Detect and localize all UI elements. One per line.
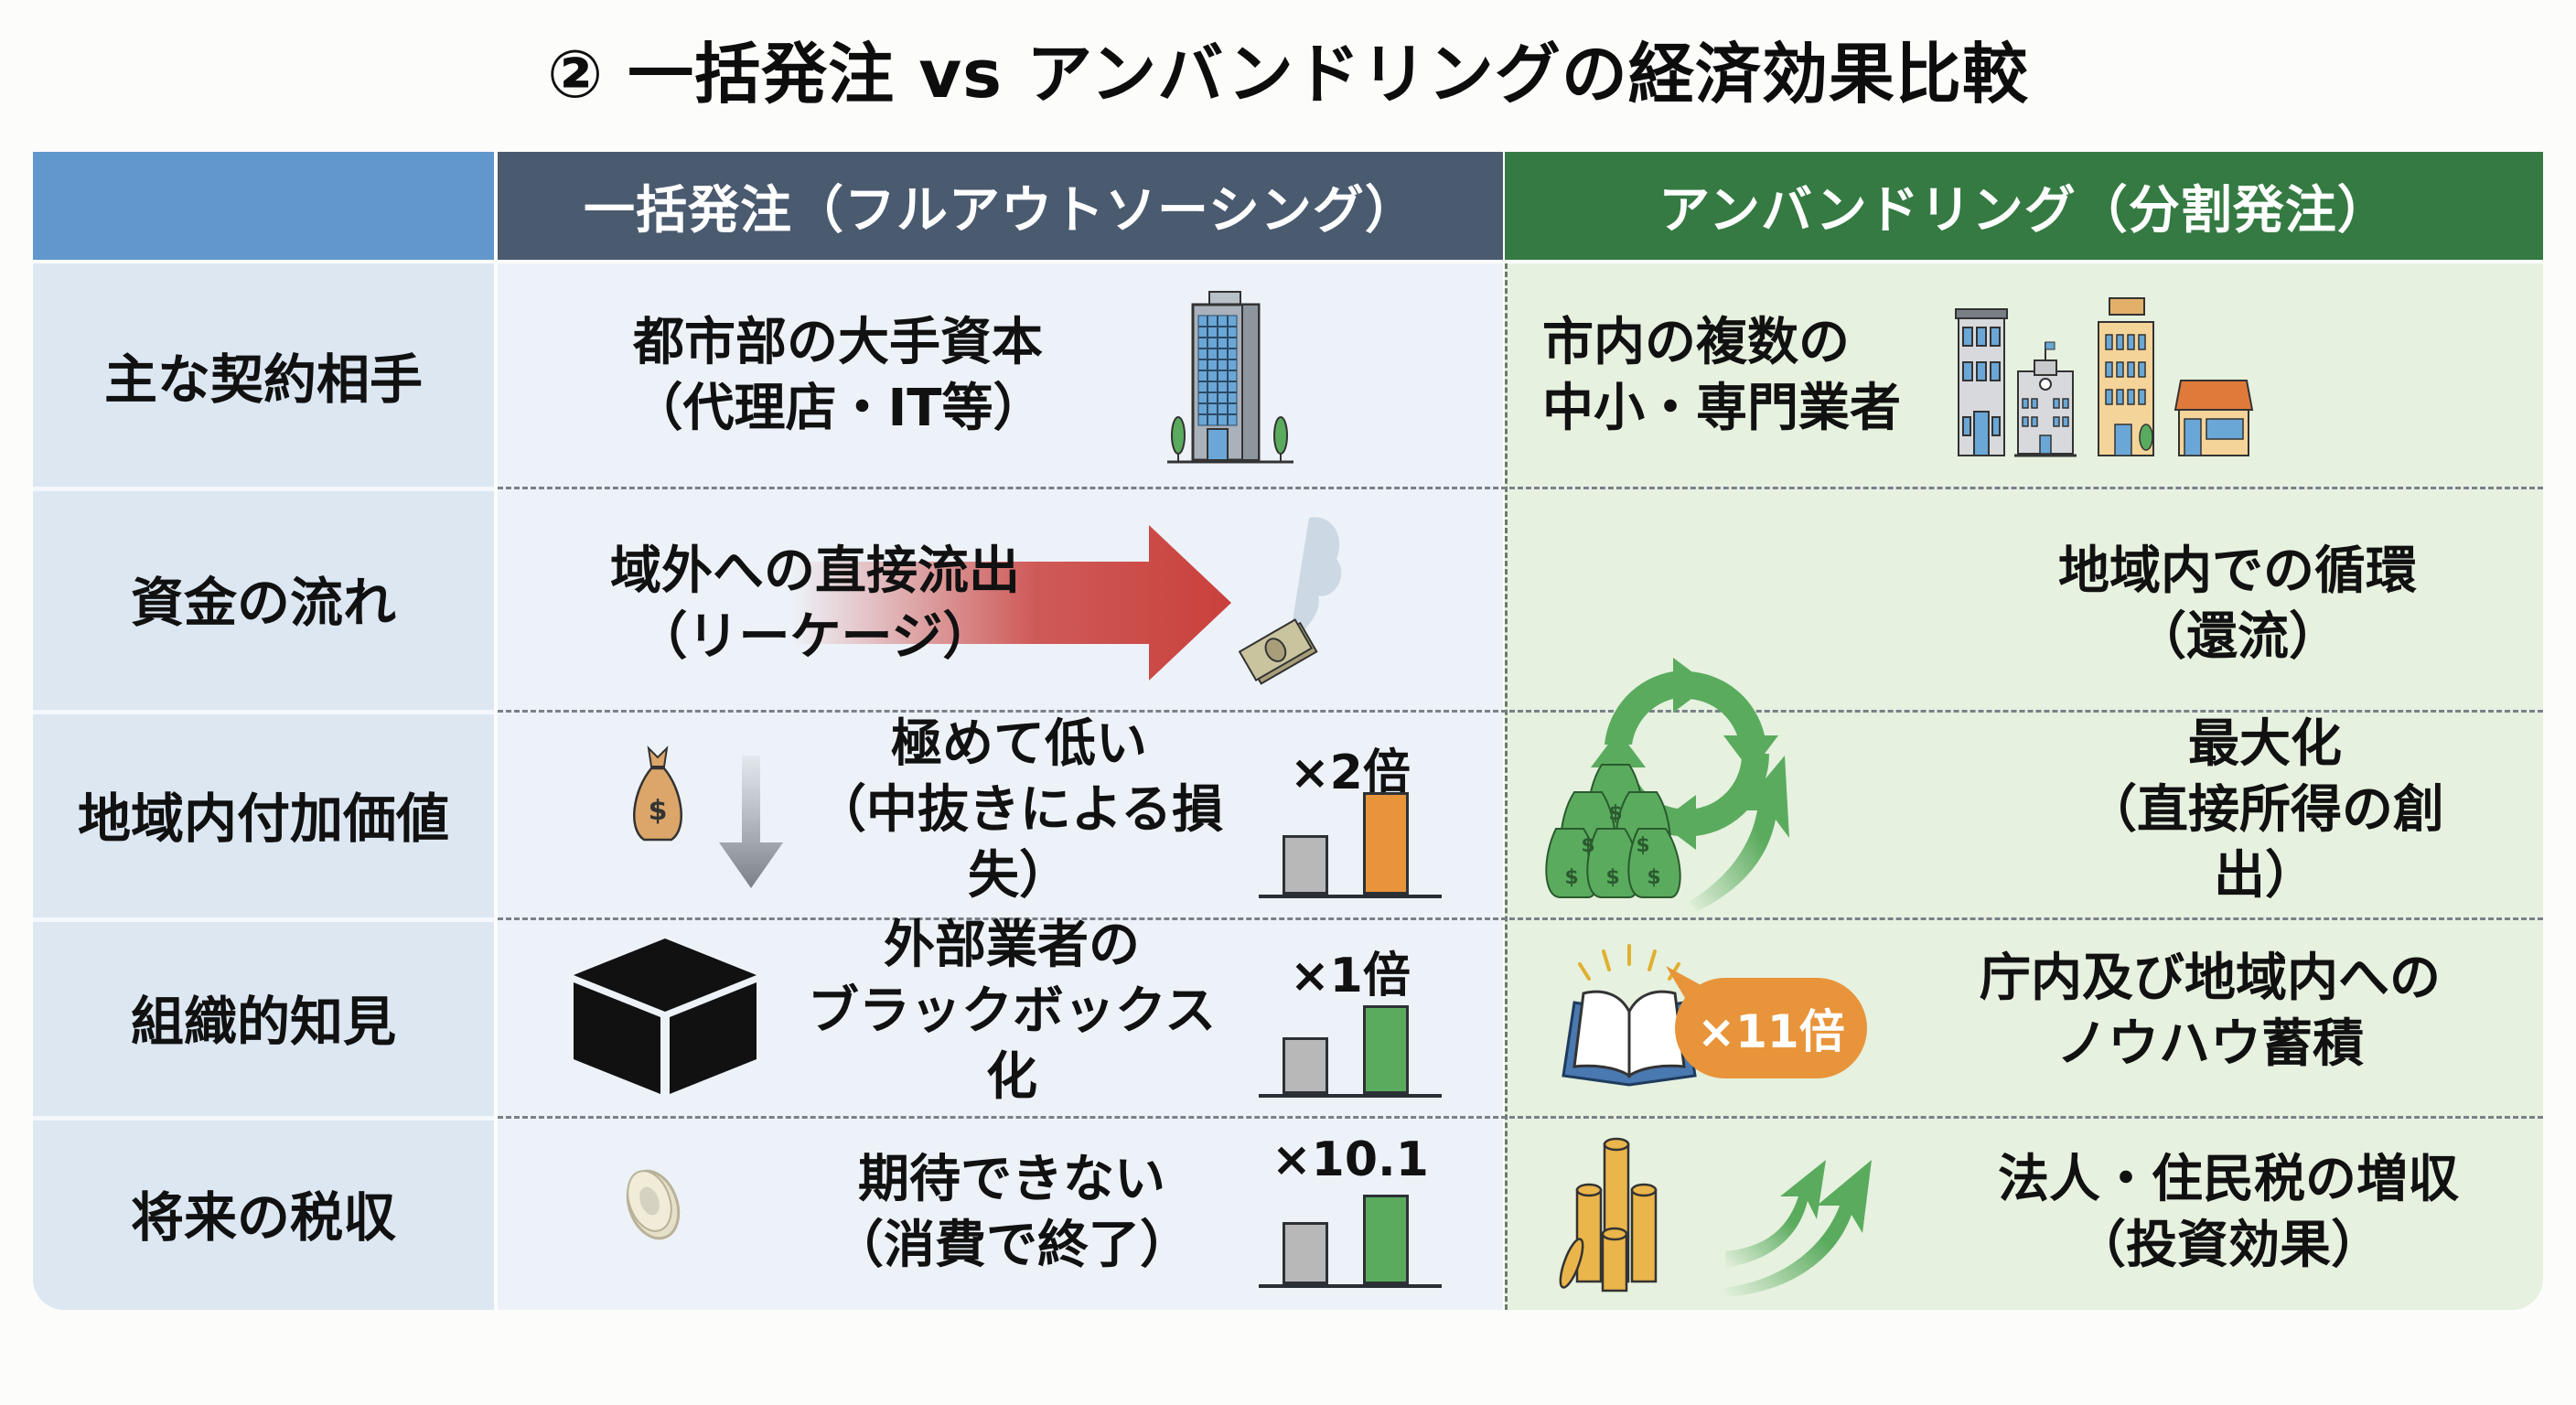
text-line: （リーケージ） bbox=[636, 607, 994, 667]
text-line: 地域内での循環 bbox=[2058, 542, 2417, 601]
text-line: 市内の複数の bbox=[1542, 313, 1850, 372]
bar-axis bbox=[1259, 895, 1442, 898]
text-line: 庁内及び地域内への bbox=[1980, 949, 2441, 1008]
bar-chart-x2: ×2倍 bbox=[1259, 734, 1442, 898]
page-title: ② 一括発注 vs アンバンドリングの経済効果比較 bbox=[547, 36, 2029, 113]
row-divider-dashed bbox=[498, 487, 2543, 489]
row-label-money-flow: 資金の流れ bbox=[130, 572, 396, 634]
bar-outsource bbox=[1283, 1222, 1328, 1284]
text-line: （直接所得の創出） bbox=[2086, 780, 2444, 906]
text-line: 域外への直接流出 bbox=[610, 542, 1020, 601]
text-line: ブラックボックス化 bbox=[807, 981, 1217, 1107]
text-line: （消費で終了） bbox=[832, 1216, 1191, 1275]
svg-text:$: $ bbox=[649, 795, 668, 827]
leak-arrow-icon bbox=[792, 525, 1231, 681]
bar-chart-x10-1: ×10.1 bbox=[1259, 1132, 1442, 1288]
multiplier-label: ×10.1 bbox=[1272, 1132, 1429, 1187]
header-label-cell bbox=[33, 152, 494, 260]
text-line: （中抜きによる損失） bbox=[814, 780, 1224, 906]
unbundled-contract-text: 市内の複数の中小・専門業者 bbox=[1542, 307, 1927, 445]
coin-stacks-icon bbox=[1559, 1137, 1658, 1292]
multiplier-bubble: ×11倍 bbox=[1675, 978, 1867, 1078]
text-line: 極めて低い bbox=[891, 714, 1147, 774]
text-line: 中小・専門業者 bbox=[1542, 379, 1901, 438]
local-buildings-icon bbox=[1955, 297, 2254, 457]
svg-text:$: $ bbox=[1581, 834, 1594, 857]
bar-outsource bbox=[1283, 1037, 1328, 1094]
outsource-flow-text: 域外への直接流出 （リーケージ） bbox=[600, 536, 1030, 673]
comparison-table: 一括発注（フルアウトソーシング） アンバンドリング（分割発注） 主な契約相手 都… bbox=[33, 152, 2543, 1310]
row-divider-dashed bbox=[498, 1116, 2543, 1119]
money-smoke-icon bbox=[1238, 517, 1342, 685]
outsource-value-text: 極めて低い（中抜きによる損失） bbox=[800, 714, 1239, 906]
bar-chart-x1: ×1倍 bbox=[1259, 937, 1442, 1098]
text-line: 最大化 bbox=[2188, 714, 2342, 774]
svg-text:$: $ bbox=[1608, 802, 1622, 825]
growth-arrow-icon bbox=[1689, 756, 1789, 911]
unbundled-value-text: 最大化（直接所得の創出） bbox=[2064, 714, 2466, 906]
row-label-org-knowledge: 組織的知見 bbox=[130, 990, 396, 1053]
label-column bbox=[33, 263, 494, 1310]
header-outsource: 一括発注（フルアウトソーシング） bbox=[498, 152, 1503, 260]
row-label-local-value-added: 地域内付加価値 bbox=[77, 787, 449, 850]
outsource-contract-text: 都市部の大手資本 （代理店・IT等） bbox=[582, 298, 1094, 454]
row-label-contract-partner: 主な契約相手 bbox=[103, 349, 423, 411]
svg-text:$: $ bbox=[1636, 834, 1649, 857]
row-divider-dashed bbox=[498, 710, 2543, 713]
text-line: （代理店・IT等） bbox=[631, 379, 1045, 438]
bar-unbundled bbox=[1363, 1005, 1409, 1094]
text-line: （還流） bbox=[2135, 607, 2340, 667]
text-line: ノウハウ蓄積 bbox=[2056, 1014, 2364, 1074]
outsource-tax-text: 期待できない （消費で終了） bbox=[820, 1140, 1204, 1286]
unbundled-flow-text: 地域内での循環 （還流） bbox=[2027, 536, 2448, 673]
skyscraper-icon bbox=[1167, 291, 1293, 464]
bar-axis bbox=[1259, 1284, 1442, 1288]
black-box-icon bbox=[574, 938, 757, 1094]
bar-axis bbox=[1259, 1094, 1442, 1098]
bar-unbundled bbox=[1363, 792, 1409, 895]
svg-text:$: $ bbox=[1605, 866, 1619, 889]
text-line: 法人・住民税の増収 bbox=[1998, 1150, 2459, 1209]
multiplier-label: ×1倍 bbox=[1290, 949, 1411, 1003]
row-divider bbox=[33, 1116, 494, 1121]
text-line: 外部業者の bbox=[884, 916, 1140, 975]
row-divider bbox=[33, 917, 494, 922]
row-divider bbox=[33, 710, 494, 714]
text-line: 期待できない bbox=[858, 1150, 1165, 1209]
single-coin-icon bbox=[626, 1169, 681, 1240]
unbundled-knowledge-text: 庁内及び地域内へのノウハウ蓄積 bbox=[1881, 938, 2539, 1085]
svg-text:$: $ bbox=[1564, 866, 1578, 889]
money-bag-icon: $ bbox=[633, 745, 682, 842]
svg-text:$: $ bbox=[1647, 866, 1660, 889]
multiplier-label: ×2倍 bbox=[1290, 745, 1411, 800]
text-line: 都市部の大手資本 bbox=[632, 313, 1043, 372]
money-bags-pile-icon: $$$ $$$ bbox=[1545, 764, 1681, 898]
down-arrow-icon bbox=[719, 756, 783, 888]
row-label-future-tax: 将来の税収 bbox=[130, 1186, 396, 1249]
row-divider-dashed bbox=[498, 917, 2543, 920]
text-line: （投資効果） bbox=[2075, 1216, 2382, 1275]
header-unbundled: アンバンドリング（分割発注） bbox=[1505, 152, 2543, 260]
unbundled-tax-text: 法人・住民税の増収 （投資効果） bbox=[1917, 1140, 2539, 1286]
outsource-knowledge-text: 外部業者のブラックボックス化 bbox=[783, 916, 1240, 1107]
double-growth-arrow-icon bbox=[1725, 1160, 1872, 1297]
bar-unbundled bbox=[1363, 1195, 1409, 1284]
bar-outsource bbox=[1283, 835, 1328, 895]
row-divider bbox=[33, 487, 494, 491]
